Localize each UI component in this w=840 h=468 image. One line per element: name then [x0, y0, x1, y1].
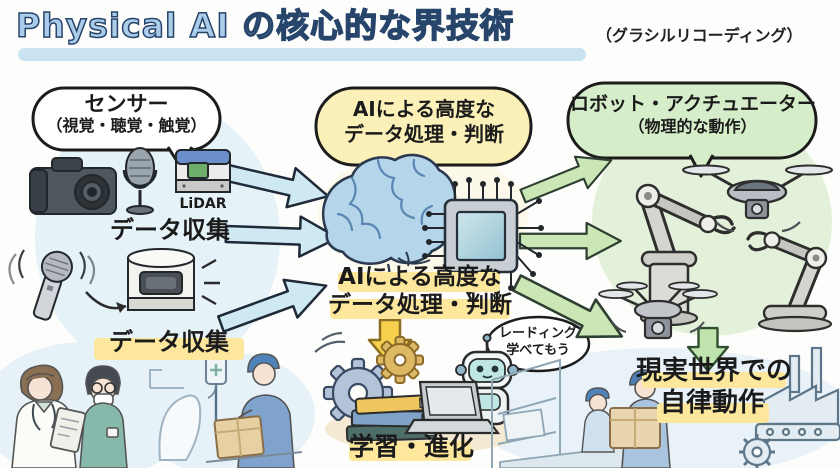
drone-top-icon — [682, 164, 833, 233]
robot-arm-right-icon — [746, 231, 833, 333]
nurse-figure — [79, 365, 128, 468]
data-collection-bottom-label: データ収集 — [109, 328, 229, 356]
highlight-data-collection-bottom — [94, 338, 244, 360]
highlight-learning — [349, 441, 471, 461]
ai-caption-line1: AIによる高度な — [338, 264, 502, 290]
gear-motion-lines — [314, 331, 346, 353]
robot-bubble-line1: ロボット・アクチュエーター — [570, 93, 817, 115]
factory-icon — [739, 346, 840, 468]
page-title: Physical AI の核心的な界技術 — [15, 6, 515, 45]
robot-chat-text: レードィング 学べてもう — [491, 326, 585, 360]
highlight-real-world-1 — [642, 372, 786, 388]
clipboard-icon — [49, 407, 87, 453]
gear-small-icon — [376, 336, 424, 384]
camera-icon — [29, 157, 117, 215]
ai-bubble: AIによる高度な データ処理・判断 — [318, 97, 530, 147]
microphone-icon — [122, 147, 158, 215]
robot-speech-bubble — [566, 81, 818, 178]
title-note: （グラシルリコーディング） — [596, 26, 803, 45]
lidar-icon — [175, 149, 231, 193]
arrow-sensor-to-ai-2 — [224, 212, 340, 260]
data-collection-top-label: データ収集 — [110, 216, 230, 244]
iv-drip-icon — [149, 342, 227, 461]
drone-bottom-icon — [598, 281, 718, 340]
real-world-line1: 現実世界での — [636, 356, 793, 386]
ai-bubble-line2: データ処理・判断 — [344, 122, 504, 146]
ai-bubble-line1: AIによる高度な — [352, 97, 496, 121]
robot-chat-line2: 学べてもう — [506, 342, 570, 358]
highlight-real-world-2 — [657, 403, 769, 423]
highlight-ai-caption-2 — [330, 299, 510, 319]
robot-bubble: ロボット・アクチュエーター （物理的な動作） — [570, 92, 817, 137]
sensor-bubble-line2: （視覚・聴覚・触覚） — [46, 115, 207, 135]
ai-caption-line2: データ処理・判断 — [328, 292, 512, 319]
sensor-bubble: センサー （視覚・聴覚・触覚） — [33, 92, 220, 135]
lidar-label: LiDAR — [179, 196, 227, 212]
sensor-bubble-line1: センサー — [84, 92, 169, 116]
title-underline — [18, 48, 586, 61]
chip-icon — [422, 177, 544, 295]
learning-label: 学習・進化 — [349, 432, 475, 461]
handheld-mic-icon — [8, 249, 96, 321]
worker-box-left — [205, 353, 303, 468]
mic-to-scanner-arrow — [85, 291, 127, 313]
highlight-ai-caption-1 — [338, 272, 500, 292]
scanner-icon — [127, 248, 220, 311]
ai-caption: AIによる高度な データ処理・判断 — [322, 263, 518, 319]
real-world-line2: 自律動作 — [659, 388, 764, 418]
robot-chat-line1: レードィング — [498, 326, 577, 341]
laptop-icon — [404, 380, 501, 435]
robot-bubble-line2: （物理的な動作） — [628, 116, 757, 136]
arrow-sensor-to-ai-1 — [213, 150, 334, 217]
